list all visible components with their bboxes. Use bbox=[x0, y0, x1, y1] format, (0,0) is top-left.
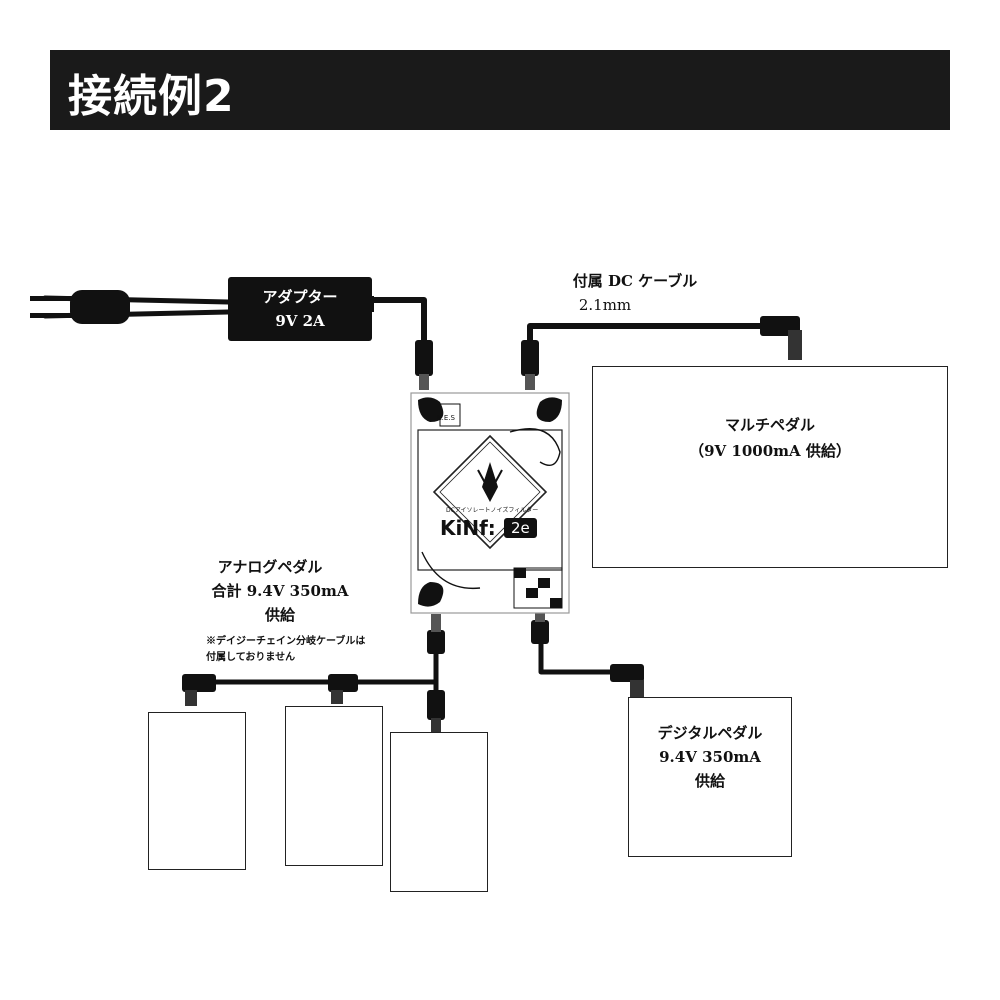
mains-plug bbox=[70, 290, 130, 324]
multi-pedal-label: マルチペダル bbox=[724, 416, 815, 434]
device-brand: K.E.S bbox=[437, 414, 455, 422]
analog-pedal-1 bbox=[148, 712, 246, 870]
adapter-label: アダプター bbox=[262, 288, 338, 306]
daisy-chain-note: ※デイジーチェイン分岐ケーブルは bbox=[206, 636, 366, 647]
analog-pedal-spec: 合計 9.4V 350mA bbox=[211, 582, 349, 600]
digital-pedal-box bbox=[628, 697, 792, 857]
device-subtitle: DCアイソレートノイズフィルター bbox=[446, 507, 539, 514]
analog-pedal-3 bbox=[390, 732, 488, 892]
noise-filter-device: K.E.S DCアイソレートノイズフィルター KiNf: 2e bbox=[410, 392, 570, 614]
adapter-output-cable bbox=[369, 297, 427, 355]
multi-pedal-box bbox=[592, 366, 948, 568]
multi-pedal-spec: （9V 1000mA 供給） bbox=[689, 442, 851, 460]
page-title: 接続例2 bbox=[68, 71, 235, 122]
digital-pedal-supply: 供給 bbox=[694, 772, 725, 790]
dc-cable-size: 2.1mm bbox=[578, 296, 632, 314]
daisy-chain-note-2: 付属しておりません bbox=[206, 652, 296, 663]
device-model: 2e bbox=[504, 518, 537, 538]
dc-cable-label: 付属 DC ケーブル bbox=[572, 272, 698, 290]
adapter-rating: 9V 2A bbox=[275, 312, 325, 330]
analog-pedal-2 bbox=[285, 706, 383, 866]
device-name: KiNf: bbox=[440, 516, 496, 540]
analog-pedal-label: アナログペダル bbox=[217, 558, 323, 576]
header-bar: 接続例2 bbox=[50, 50, 950, 130]
digital-output-cable bbox=[538, 625, 623, 675]
digital-pedal-label: デジタルペダル bbox=[657, 724, 763, 742]
dc-cable-multi bbox=[527, 323, 773, 355]
analog-pedal-supply: 供給 bbox=[264, 606, 295, 624]
digital-pedal-spec: 9.4V 350mA bbox=[659, 748, 761, 766]
power-adapter: アダプター 9V 2A bbox=[228, 277, 372, 341]
